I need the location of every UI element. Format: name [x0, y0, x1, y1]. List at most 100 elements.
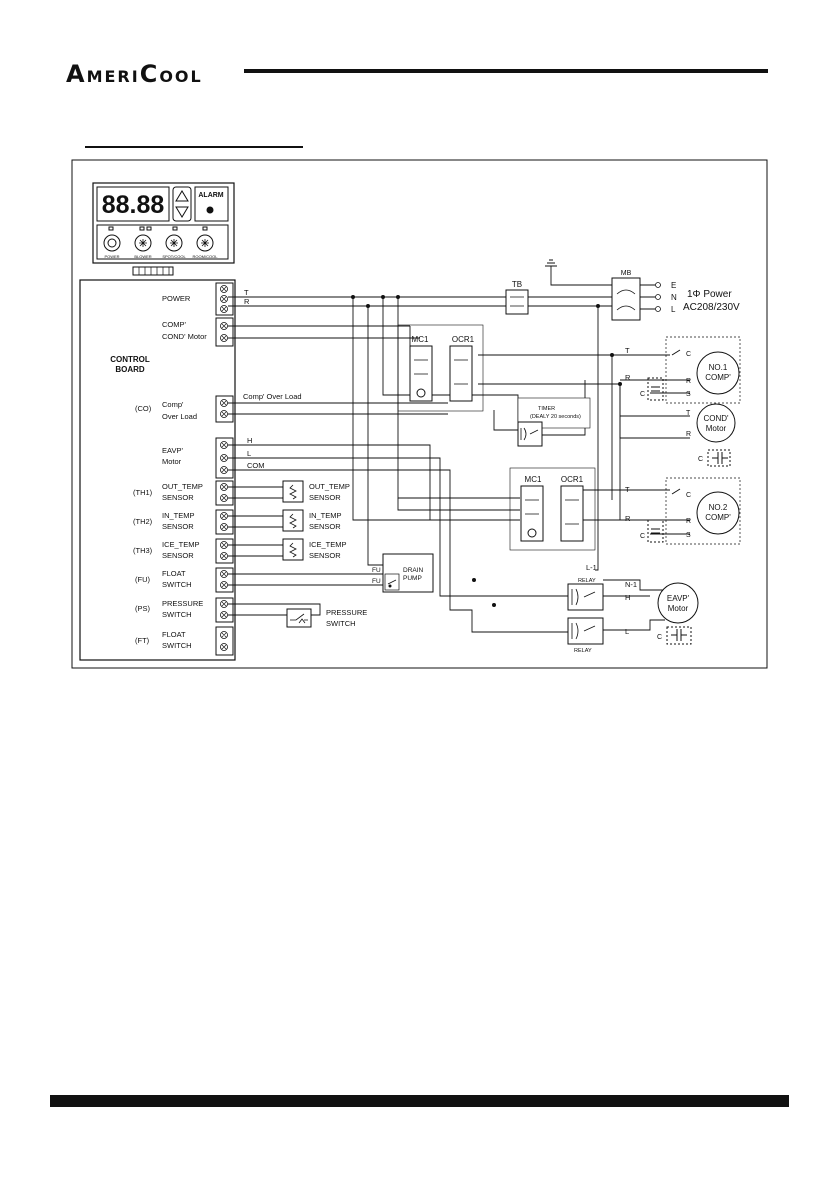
brand-rest-a: MERI	[86, 67, 140, 86]
label-co-comp: Comp'	[162, 400, 184, 409]
control-board: CONTROL BOARD	[79, 279, 236, 661]
power-n-label: N	[671, 293, 677, 302]
label-th2-code: (TH2)	[133, 517, 153, 526]
relay-lower-label: RELAY	[574, 648, 592, 654]
board-title-line2: BOARD	[115, 365, 145, 374]
room-cool-button[interactable]	[196, 234, 214, 252]
comp2-t-label: T	[625, 485, 630, 494]
power-e-label: E	[671, 281, 676, 290]
ice-sensor-label-1: ICE_TEMP	[309, 540, 347, 549]
comp2-label-no: NO.2	[709, 503, 728, 512]
eavp-cap-label: C	[657, 634, 662, 641]
contactor-group-upper: MC1 OCR1	[397, 324, 484, 412]
label-th2-line1: IN_TEMP	[162, 511, 195, 520]
label-fu-line1: FLOAT	[162, 569, 186, 578]
wire-label-l-eavp: L	[625, 627, 629, 636]
relay-upper: RELAY	[567, 578, 604, 611]
contactor-group-lower: MC1 OCR1	[509, 467, 596, 551]
section-rule	[85, 146, 303, 148]
out-sensor-label-1: OUT_TEMP	[309, 482, 350, 491]
cond-r-term: R	[686, 431, 691, 438]
board-title-line1: CONTROL	[110, 355, 150, 364]
wire-label-fu-2: FU	[372, 578, 381, 585]
power-button[interactable]	[103, 234, 121, 252]
eavp-label-2: Motor	[668, 604, 689, 613]
power-spec-line2: AC208/230V	[683, 302, 740, 313]
relay-upper-label: RELAY	[578, 578, 596, 584]
label-co-code: (CO)	[135, 404, 152, 413]
comp1-cap-label: C	[640, 391, 645, 398]
condenser-motor: COND' Motor T R C	[686, 403, 736, 467]
label-eavp-motor: Motor	[162, 457, 182, 466]
alarm-label: ALARM	[198, 192, 223, 199]
brand-logo: AMERICOOL	[66, 60, 203, 88]
ground-icon	[545, 259, 557, 267]
timer-label: TIMER	[538, 406, 555, 412]
wire-label-n1: N-1	[625, 580, 637, 589]
timer-relay: TIMER (DEALY 20 seconds)	[517, 397, 591, 447]
label-fu-line2: SWITCH	[162, 580, 192, 589]
display-digits: 88.88	[102, 191, 165, 219]
pressure-switch: PRESSURE SWITCH	[286, 608, 367, 628]
comp2-r-label: R	[625, 514, 631, 523]
alarm-led-icon	[206, 206, 214, 214]
wire-label-fu-1: FU	[372, 567, 381, 574]
comp2-r-term: R	[686, 518, 691, 525]
arrow-buttons[interactable]	[172, 186, 192, 222]
spot-cool-button[interactable]	[165, 234, 183, 252]
comp2-s-term: S	[686, 532, 691, 539]
label-ft-code: (FT)	[135, 636, 150, 645]
label-cond-motor: COND' Motor	[162, 332, 207, 341]
wire-label-t: T	[244, 288, 249, 297]
wire-label-r: R	[244, 297, 250, 306]
wire-label-comp-over-load: Comp' Over Load	[243, 392, 302, 401]
mb-label: MB	[621, 270, 632, 277]
wire-label-l1: L-1	[586, 563, 597, 572]
display-panel: 88.88 ALARM POWER BLOWER SPOT/COOL ROOM/…	[92, 182, 235, 276]
mc1-upper-label: MC1	[412, 335, 429, 344]
cond-label-1: COND'	[703, 414, 729, 423]
drain-pump-label-2: PUMP	[403, 575, 422, 582]
out-temp-sensor: OUT_TEMP SENSOR	[282, 480, 350, 503]
comp1-c-term: C	[686, 351, 691, 358]
label-th3-line2: SENSOR	[162, 551, 194, 560]
in-sensor-label-1: IN_TEMP	[309, 511, 342, 520]
spot-cool-button-label: SPOT/COOL	[162, 254, 186, 259]
cond-label-2: Motor	[706, 424, 727, 433]
wire-label-com: COM	[247, 461, 265, 470]
comp2-cap-label: C	[640, 533, 645, 540]
room-cool-button-label: ROOM/COOL	[193, 254, 219, 259]
out-sensor-label-2: SENSOR	[309, 493, 341, 502]
label-ps-line1: PRESSURE	[162, 599, 203, 608]
label-ps-code: (PS)	[135, 604, 151, 613]
comp2-label-comp: COMP'	[705, 513, 731, 522]
eavp-label-1: EAVP'	[667, 594, 690, 603]
in-temp-sensor: IN_TEMP SENSOR	[282, 509, 342, 532]
label-fu-code: (FU)	[135, 575, 150, 584]
wire-junctions	[351, 295, 622, 607]
power-l-label: L	[671, 305, 676, 314]
blower-button-label: BLOWER	[134, 254, 151, 259]
ice-temp-sensor: ICE_TEMP SENSOR	[282, 538, 347, 561]
ice-sensor-label-2: SENSOR	[309, 551, 341, 560]
label-eavp: EAVP'	[162, 446, 183, 455]
diagram-frame	[71, 159, 768, 669]
compressor-2: NO.2 COMP' C R S C	[640, 477, 741, 545]
wire-label-group: T R Comp' Over Load H L COM FU DRAIN N-1…	[243, 288, 637, 636]
comp2-c-term: C	[686, 492, 691, 499]
blower-button[interactable]	[134, 234, 152, 252]
board-labels: POWER COMP' COND' Motor (CO) Comp' Over …	[133, 294, 207, 650]
display-connector	[132, 266, 174, 276]
up-arrow-icon	[175, 190, 189, 202]
relay-lower: RELAY	[567, 617, 604, 654]
label-co-overload: Over Load	[162, 412, 197, 421]
in-sensor-label-2: SENSOR	[309, 522, 341, 531]
drain-pump: DRAIN PUMP	[382, 553, 434, 593]
power-button-label: POWER	[104, 254, 119, 259]
brand-rest-c: OOL	[159, 67, 203, 86]
label-th1-code: (TH1)	[133, 488, 153, 497]
compressor-1: NO.1 COMP' C R S C	[640, 336, 741, 404]
wire-label-h: H	[247, 436, 252, 445]
comp1-s-term: S	[686, 391, 691, 398]
